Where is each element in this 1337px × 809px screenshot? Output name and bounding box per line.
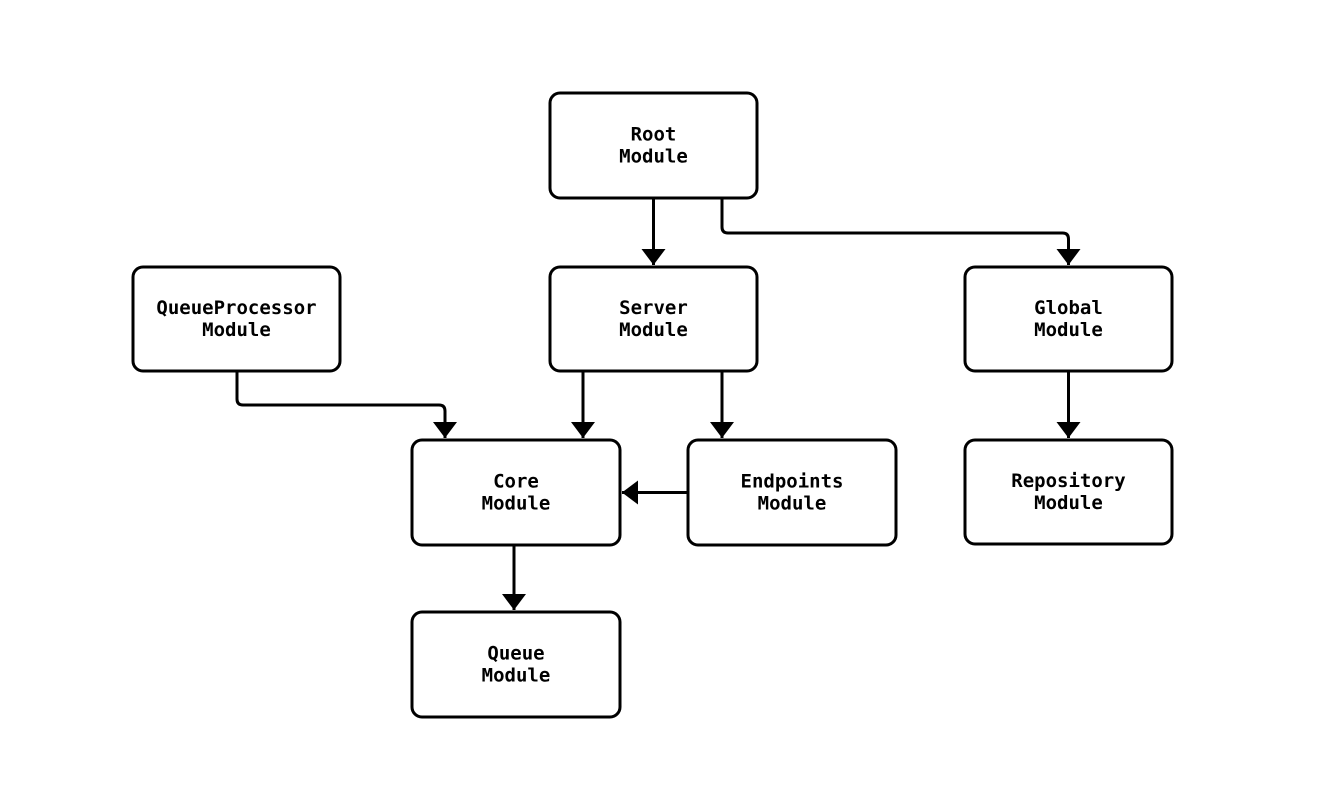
node-server-module-box (548, 265, 759, 373)
node-global-module-label-line2: Module (1034, 319, 1103, 341)
node-queueprocessor-module-label-line2: Module (202, 319, 271, 341)
node-global-module: Global Module (963, 265, 1174, 373)
node-queue-module-box (410, 610, 622, 719)
node-server-module-label-line2: Module (619, 319, 688, 341)
node-repository-module-box (963, 438, 1174, 546)
node-queueprocessor-module-box (131, 265, 342, 373)
node-repository-module-label-line1: Repository (1011, 470, 1125, 492)
node-queue-module-label-line2: Module (482, 665, 551, 687)
edge-root-to-global (720, 198, 1081, 265)
node-server-module-label-line1: Server (619, 297, 688, 319)
node-queue-module: Queue Module (410, 610, 622, 719)
node-server-module: Server Module (548, 265, 759, 373)
node-core-module-label-line1: Core (493, 471, 539, 493)
node-root-module: Root Module (548, 91, 759, 200)
node-root-module-label-line2: Module (619, 146, 688, 168)
node-core-module: Core Module (410, 438, 622, 547)
node-root-module-box (548, 91, 759, 200)
node-queueprocessor-module-label-line1: QueueProcessor (156, 297, 316, 319)
node-endpoints-module-label-line2: Module (758, 493, 827, 515)
node-repository-module-label-line2: Module (1034, 492, 1103, 514)
node-queue-module-label-line1: Queue (487, 643, 544, 665)
node-root-module-label-line1: Root (631, 124, 677, 146)
node-endpoints-module-box (686, 438, 898, 547)
node-global-module-label-line1: Global (1034, 297, 1103, 319)
node-core-module-label-line2: Module (482, 493, 551, 515)
edge-queueprocessor-to-core (235, 371, 457, 438)
node-endpoints-module-label-line1: Endpoints (741, 471, 844, 493)
node-endpoints-module: Endpoints Module (686, 438, 898, 547)
node-global-module-box (963, 265, 1174, 373)
node-queueprocessor-module: QueueProcessor Module (131, 265, 342, 373)
node-core-module-box (410, 438, 622, 547)
node-repository-module: Repository Module (963, 438, 1174, 546)
